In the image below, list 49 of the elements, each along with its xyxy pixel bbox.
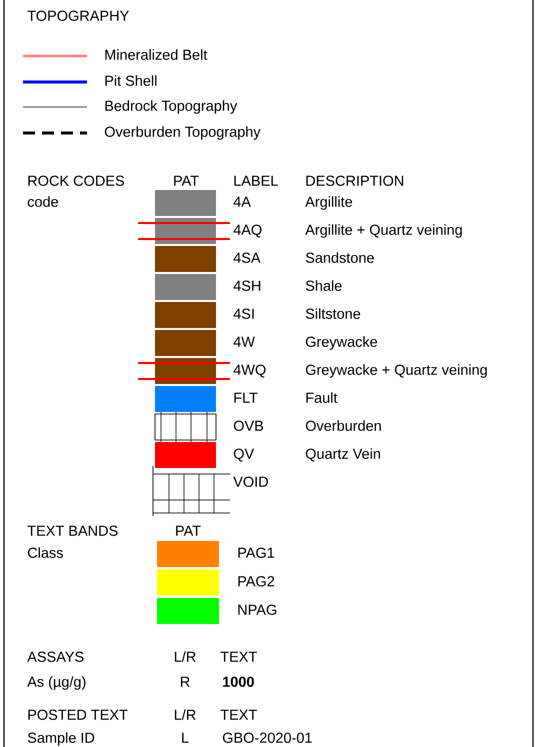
- description-text: Quartz Vein: [306, 448, 380, 462]
- code-label: 4SA: [234, 252, 261, 263]
- column-heading: LABEL: [234, 176, 278, 186]
- code-label: 4WQ: [234, 364, 266, 378]
- code-label: 4SI: [234, 308, 254, 319]
- section-heading: ROCK CODES: [28, 176, 124, 186]
- description-text: Fault: [306, 392, 338, 403]
- legend-text: Mineralized Belt: [105, 49, 208, 60]
- row-text: As (µg/g): [27, 676, 86, 690]
- column-heading: PAT: [176, 526, 201, 536]
- assay-value: 1000: [223, 676, 254, 687]
- code-label: NPAG: [238, 604, 276, 615]
- column-heading: L/R: [174, 651, 196, 662]
- row-text: GBO-2020-01: [222, 732, 312, 743]
- row-text: Class: [28, 547, 63, 558]
- row-text: code: [28, 196, 58, 207]
- description-text: Argillite: [305, 196, 352, 210]
- row-text: L: [182, 732, 189, 743]
- code-label: PAG2: [238, 576, 274, 586]
- row-text: Sample ID: [28, 732, 94, 746]
- description-text: Argillite + Quartz veining: [305, 224, 462, 238]
- legend-text: Overburden Topography: [104, 126, 261, 140]
- code-label: 4A: [234, 196, 251, 207]
- description-text: Sandstone: [306, 252, 374, 263]
- code-label: 4W: [234, 336, 255, 347]
- code-label: QV: [234, 448, 254, 462]
- row-text: R: [180, 676, 190, 687]
- description-text: Overburden: [306, 420, 381, 431]
- description-text: Siltstone: [306, 308, 360, 319]
- code-label: FLT: [234, 392, 258, 403]
- column-heading: TEXT: [220, 710, 257, 720]
- column-heading: PAT: [174, 176, 199, 186]
- section-heading: TEXT BANDS: [28, 526, 118, 536]
- description-text: Greywacke + Quartz veining: [306, 364, 487, 378]
- column-heading: L/R: [174, 709, 196, 720]
- legend-text: Pit Shell: [105, 75, 156, 86]
- description-text: Shale: [306, 280, 342, 291]
- code-label: PAG1: [238, 548, 274, 558]
- section-heading: ASSAYS: [27, 652, 84, 662]
- section-heading: TOPOGRAPHY: [28, 10, 129, 21]
- section-heading: POSTED TEXT: [28, 710, 128, 720]
- column-heading: DESCRIPTION: [306, 176, 404, 186]
- code-label: OVB: [234, 420, 264, 431]
- code-label: 4AQ: [234, 224, 262, 238]
- code-label: 4SH: [234, 280, 260, 291]
- code-label: VOID: [233, 476, 268, 487]
- description-text: Greywacke: [306, 336, 378, 350]
- legend-text: Bedrock Topography: [105, 100, 238, 114]
- column-heading: TEXT: [220, 652, 257, 662]
